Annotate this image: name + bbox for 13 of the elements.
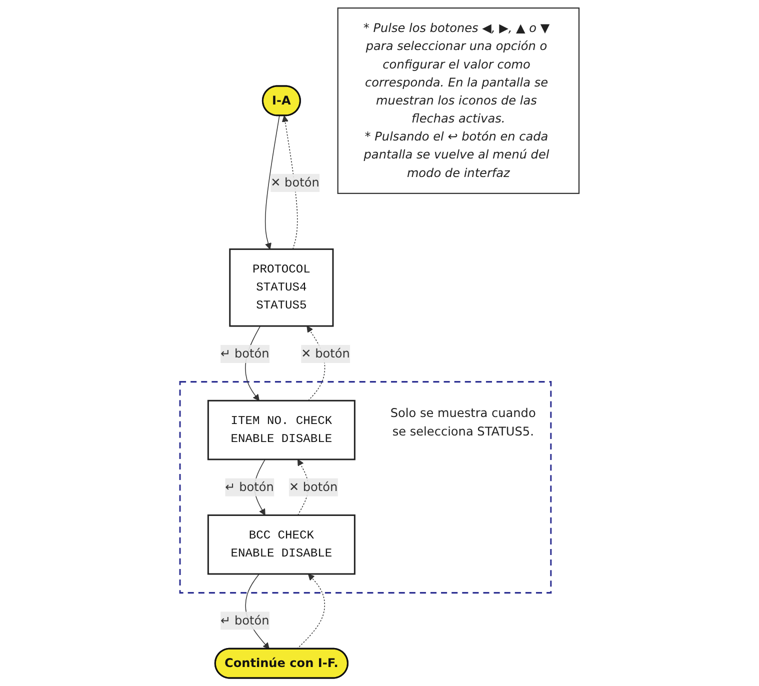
edge-label: ✕ botón [270,175,320,190]
edge-label: ↵ botón [220,346,270,361]
node-box: PROTOCOL STATUS4 STATUS5 [229,248,334,327]
arrow [296,574,326,650]
edge-label: ↵ botón [225,480,274,494]
node-box: BCC CHECK ENABLE DISABLE [207,514,356,575]
edge-label: ✕ botón [288,480,338,494]
node-box: * Pulse los botones ◀, ▶, ▲ o ▼ para seleccionar una opción o configurar el valor como corresponda. En la pantalla se muestran los iconos de las flechas activas. * Pulsando el ↩ botón en cada pantalla se vuelve al menú del modo de interfaz [337,7,580,194]
edge-label: ✕ botón [301,346,350,361]
node-box: ITEM NO. CHECK ENABLE DISABLE [207,400,356,460]
edge-label: ↵ botón [220,613,270,628]
arrow [282,116,298,250]
arrow [264,115,280,250]
